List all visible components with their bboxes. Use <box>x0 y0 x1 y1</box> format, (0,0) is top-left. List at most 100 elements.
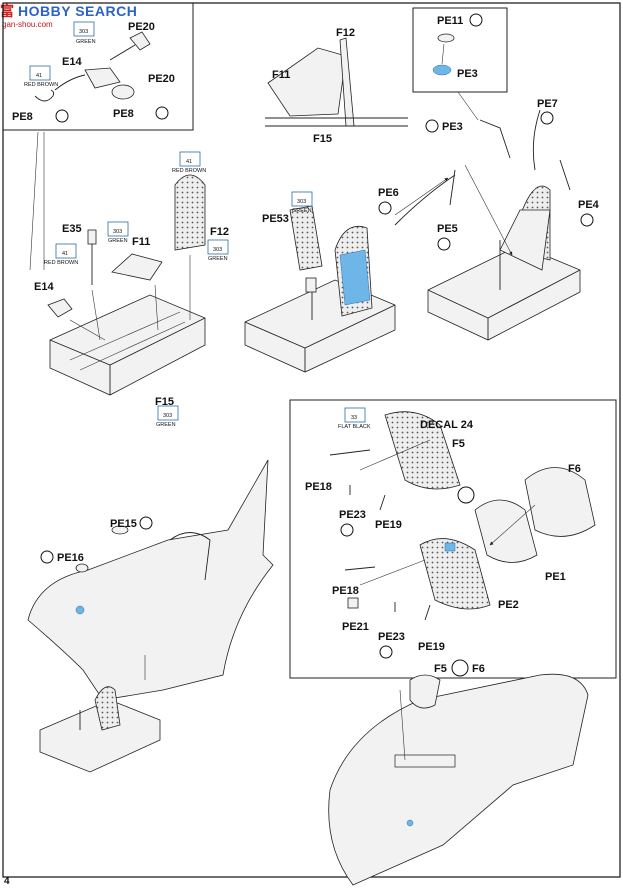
question-icon <box>457 486 475 504</box>
e14-part <box>47 298 73 318</box>
fold-icon <box>55 109 69 123</box>
pe21-part <box>347 597 359 609</box>
label-pe19: PE19 <box>375 519 402 531</box>
callout-leader <box>29 131 45 271</box>
paint-code-green: 303 GREEN <box>156 405 179 428</box>
paint-code-green: 303 GREEN <box>73 21 96 45</box>
inset-seatbelt <box>3 3 194 271</box>
watermark-brand: HOBBY SEARCH <box>18 3 138 19</box>
pe11-part <box>437 33 455 43</box>
paint-code-green: 303 GREEN <box>207 239 229 262</box>
canopy-frame <box>169 532 211 581</box>
svg-text:GREEN: GREEN <box>76 39 96 45</box>
svg-text:33: 33 <box>351 415 357 421</box>
paint-code-red-brown: 41 RED BROWN <box>24 65 58 88</box>
fold-icon <box>379 645 393 659</box>
svg-text:RED BROWN: RED BROWN <box>44 260 78 266</box>
svg-text:GREEN: GREEN <box>208 256 228 262</box>
svg-text:GREEN: GREEN <box>156 422 176 428</box>
seat-assembly-center <box>244 205 396 373</box>
pe3-part <box>432 64 452 76</box>
label-pe16: PE16 <box>57 552 84 564</box>
pe15-part <box>111 525 129 535</box>
label-e14: E14 <box>62 56 82 68</box>
label-pe7: PE7 <box>537 98 558 110</box>
label-f6: F6 <box>472 663 485 675</box>
label-f11: F11 <box>272 69 290 81</box>
svg-text:RED BROWN: RED BROWN <box>172 168 206 174</box>
pe1-part <box>474 499 538 563</box>
pe7-belt <box>532 109 541 171</box>
seat-rail-detail <box>265 37 408 127</box>
f5-panel <box>384 411 461 490</box>
seat-assembly-right <box>394 109 581 341</box>
f11-part <box>267 47 347 117</box>
label-f5: F5 <box>452 438 465 450</box>
svg-text:RED BROWN: RED BROWN <box>24 82 58 88</box>
label-f11: F11 <box>132 236 150 248</box>
label-f12: F12 <box>336 27 355 39</box>
label-pe18: PE18 <box>332 585 359 597</box>
label-pe11: PE11 <box>437 15 463 27</box>
label-pe23: PE23 <box>339 509 366 521</box>
label-pe3: PE3 <box>457 68 478 80</box>
label-e35: E35 <box>62 223 82 235</box>
label-f5: F5 <box>434 663 447 675</box>
svg-text:41: 41 <box>62 251 68 257</box>
fold-icon <box>378 201 392 215</box>
f5-f6-part <box>409 674 441 709</box>
question-icon <box>451 659 469 677</box>
label-f6: F6 <box>568 463 581 475</box>
label-pe1: PE1 <box>545 571 566 583</box>
label-pe8: PE8 <box>12 111 33 123</box>
instrument-panel-assembly <box>329 411 596 621</box>
label-pe18: PE18 <box>305 481 332 493</box>
watermark-site: gan-shou.com <box>2 20 53 29</box>
pe53-part <box>289 205 323 271</box>
fold-icon <box>425 119 439 133</box>
label-pe4: PE4 <box>578 199 600 211</box>
svg-text:41: 41 <box>186 159 192 165</box>
pe8-buckle <box>111 84 135 100</box>
label-pe20: PE20 <box>148 73 175 85</box>
fold-icon <box>155 106 169 120</box>
paint-code-green: 303 GREEN <box>107 221 129 244</box>
label-pe53: PE53 <box>262 213 289 225</box>
label-pe6: PE6 <box>378 187 399 199</box>
page-frame <box>2 2 621 878</box>
pe8-loop <box>34 89 55 102</box>
fold-icon <box>540 111 554 125</box>
paint-code-flat-black: 33 FLAT BLACK <box>338 407 371 430</box>
label-pe5: PE5 <box>437 223 458 235</box>
fold-icon <box>580 213 594 227</box>
paint-code-green: 303 GREEN <box>291 191 313 214</box>
label-pe8: PE8 <box>113 108 134 120</box>
inset-instrument-panel <box>289 399 617 679</box>
pe18-part <box>329 449 371 456</box>
pe2-panel <box>419 538 491 610</box>
label-pe2: PE2 <box>498 599 519 611</box>
fuselage-left <box>27 459 274 773</box>
page-number: 4 <box>4 876 10 887</box>
label-pe3: PE3 <box>442 121 463 133</box>
label-f15: F15 <box>313 133 332 145</box>
pe53-backplate <box>339 249 371 306</box>
fold-icon <box>40 550 54 564</box>
fold-icon <box>469 13 483 27</box>
fuselage-right <box>328 673 589 886</box>
label-f12: F12 <box>210 226 229 238</box>
svg-text:303: 303 <box>297 199 306 205</box>
svg-text:303: 303 <box>163 413 172 419</box>
label-f15: F15 <box>155 396 174 408</box>
svg-text:303: 303 <box>79 29 88 35</box>
label-decal: DECAL 24 <box>420 419 474 431</box>
f6-part <box>524 467 596 537</box>
svg-text:GREEN: GREEN <box>108 238 128 244</box>
svg-text:GREEN: GREEN <box>292 208 312 214</box>
f11-seat-pan <box>111 253 163 281</box>
svg-text:41: 41 <box>36 73 42 79</box>
pe3-belt <box>479 119 511 159</box>
svg-text:303: 303 <box>213 247 222 253</box>
f12-seat-back <box>174 174 206 251</box>
